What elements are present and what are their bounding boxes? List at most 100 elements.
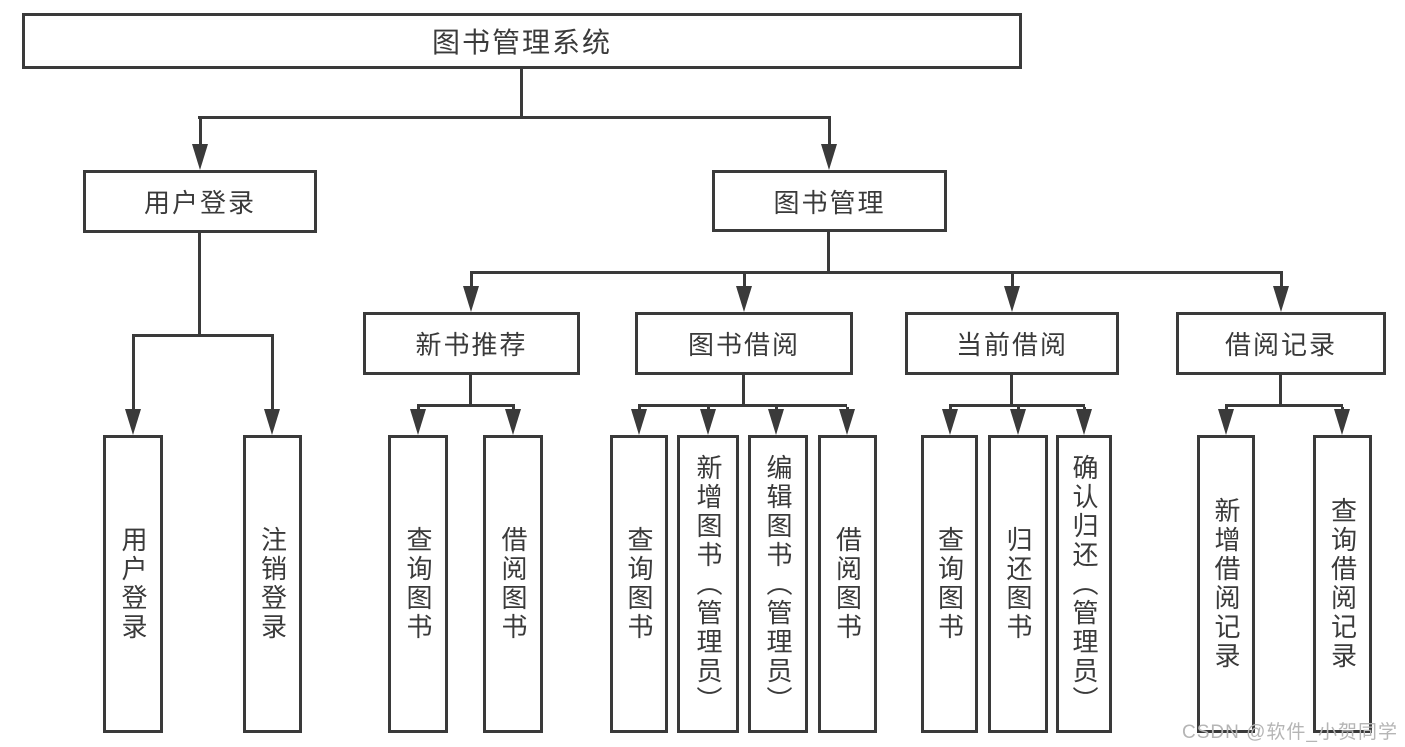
leaf-label: 新增借阅记录 <box>1211 497 1241 671</box>
arrow-down-icon <box>125 409 141 435</box>
node-current-borrowing: 当前借阅 <box>905 312 1119 375</box>
arrow-down <box>1010 407 1026 435</box>
leaf-label: 注销登录 <box>257 526 288 642</box>
arrow-down-icon <box>736 286 752 312</box>
arrow-down-icon <box>264 409 280 435</box>
arrow-down <box>1334 407 1350 435</box>
leaf-label: 借阅图书 <box>832 526 863 642</box>
arrow-down-icon <box>839 409 855 435</box>
edge-new-book-recommend-horizontal <box>417 404 515 407</box>
arrow-down <box>505 407 521 435</box>
arrow-stem <box>198 117 202 146</box>
leaf-user-login: 用户登录 <box>103 435 163 733</box>
leaf-label: 编辑图书（管理员） <box>763 453 793 715</box>
edge-borrowing-records-horizontal <box>1225 404 1343 407</box>
leaf-query-borrow-record: 查询借阅记录 <box>1313 435 1372 733</box>
arrow-down-icon <box>631 409 647 435</box>
leaf-label: 确认归还（管理员） <box>1069 453 1099 715</box>
arrow-down-icon <box>1218 409 1234 435</box>
edge-book-borrowing-vertical <box>742 375 745 407</box>
edge-book-management-vertical <box>827 232 830 274</box>
arrow-down <box>839 407 855 435</box>
leaf-label: 借阅图书 <box>498 526 528 642</box>
arrow-down-icon <box>1334 409 1350 435</box>
csdn-watermark: CSDN @软件_小贺同学 <box>1182 722 1398 743</box>
arrow-down-icon <box>463 286 479 312</box>
leaf-label: 用户登录 <box>118 526 148 642</box>
arrow-to-borrowing-records <box>1273 274 1289 312</box>
edge-user-login-vertical <box>198 233 201 337</box>
arrow-down-icon <box>700 409 716 435</box>
arrow-to-user-login <box>192 117 208 170</box>
leaf-add-books-admin: 新增图书（管理员） <box>677 435 739 733</box>
leaf-query-books-recommend: 查询图书 <box>388 435 448 733</box>
arrow-stem <box>742 274 746 288</box>
arrow-stem <box>827 117 831 146</box>
arrow-down <box>768 407 784 435</box>
arrow-down <box>1076 407 1092 435</box>
leaf-confirm-return-admin: 确认归还（管理员） <box>1056 435 1112 733</box>
arrow-down <box>942 407 958 435</box>
leaf-edit-books-admin: 编辑图书（管理员） <box>748 435 808 733</box>
arrow-down-icon <box>192 144 208 170</box>
edge-book-management-horizontal <box>470 271 1283 274</box>
edge-book-borrowing-horizontal <box>638 404 847 407</box>
leaf-label: 查询图书 <box>934 526 965 642</box>
node-user-login-label: 用户登录 <box>143 188 256 218</box>
node-library-system: 图书管理系统 <box>22 13 1022 69</box>
arrow-down-icon <box>942 409 958 435</box>
node-book-borrowing-label: 图书借阅 <box>687 330 800 360</box>
leaf-logout: 注销登录 <box>243 435 302 733</box>
arrow-to-new-book-recommend <box>463 274 479 312</box>
edge-new-book-recommend-vertical <box>469 375 472 407</box>
node-user-login: 用户登录 <box>83 170 317 233</box>
node-library-system-label: 图书管理系统 <box>431 27 612 58</box>
leaf-label: 查询图书 <box>403 526 433 642</box>
arrow-down <box>410 407 426 435</box>
leaf-add-borrow-record: 新增借阅记录 <box>1197 435 1255 733</box>
arrow-stem <box>270 337 274 411</box>
arrow-down-icon <box>1010 409 1026 435</box>
arrow-stem <box>1010 274 1014 288</box>
arrow-down <box>631 407 647 435</box>
node-borrowing-records-label: 借阅记录 <box>1224 330 1337 360</box>
arrow-to-leaf-logout <box>264 337 280 435</box>
edge-borrowing-records-vertical <box>1279 375 1282 407</box>
node-book-management-label: 图书管理 <box>773 187 886 218</box>
arrow-to-book-management <box>821 117 837 170</box>
arrow-down-icon <box>1273 286 1289 312</box>
leaf-query-books-current: 查询图书 <box>921 435 978 733</box>
arrow-to-current-borrowing <box>1004 274 1020 312</box>
node-new-book-recommend: 新书推荐 <box>363 312 580 375</box>
node-borrowing-records: 借阅记录 <box>1176 312 1386 375</box>
edge-current-borrowing-vertical <box>1010 375 1013 407</box>
arrow-down-icon <box>505 409 521 435</box>
leaf-borrow-books-recommend: 借阅图书 <box>483 435 543 733</box>
arrow-down-icon <box>1076 409 1092 435</box>
leaf-label: 查询借阅记录 <box>1327 497 1358 671</box>
arrow-down <box>1218 407 1234 435</box>
node-book-borrowing: 图书借阅 <box>635 312 853 375</box>
leaf-label: 新增图书（管理员） <box>693 453 723 715</box>
edge-user-login-horizontal <box>132 334 274 337</box>
arrow-down-icon <box>821 144 837 170</box>
arrow-stem <box>131 337 135 411</box>
leaf-label: 查询图书 <box>624 526 654 642</box>
arrow-stem <box>469 274 473 288</box>
arrow-stem <box>1279 274 1283 288</box>
leaf-label: 归还图书 <box>1003 526 1033 642</box>
node-book-management: 图书管理 <box>712 170 947 232</box>
arrow-down <box>700 407 716 435</box>
leaf-borrow-books: 借阅图书 <box>818 435 877 733</box>
arrow-to-leaf-login <box>125 337 141 435</box>
edge-root-vertical <box>520 69 523 119</box>
node-current-borrowing-label: 当前借阅 <box>955 330 1068 360</box>
leaf-query-books-borrowing: 查询图书 <box>610 435 668 733</box>
arrow-to-book-borrowing <box>736 274 752 312</box>
leaf-return-books: 归还图书 <box>988 435 1048 733</box>
edge-root-horizontal <box>198 116 831 119</box>
arrow-down-icon <box>1004 286 1020 312</box>
node-new-book-recommend-label: 新书推荐 <box>415 330 528 360</box>
edge-current-borrowing-horizontal <box>949 404 1085 407</box>
